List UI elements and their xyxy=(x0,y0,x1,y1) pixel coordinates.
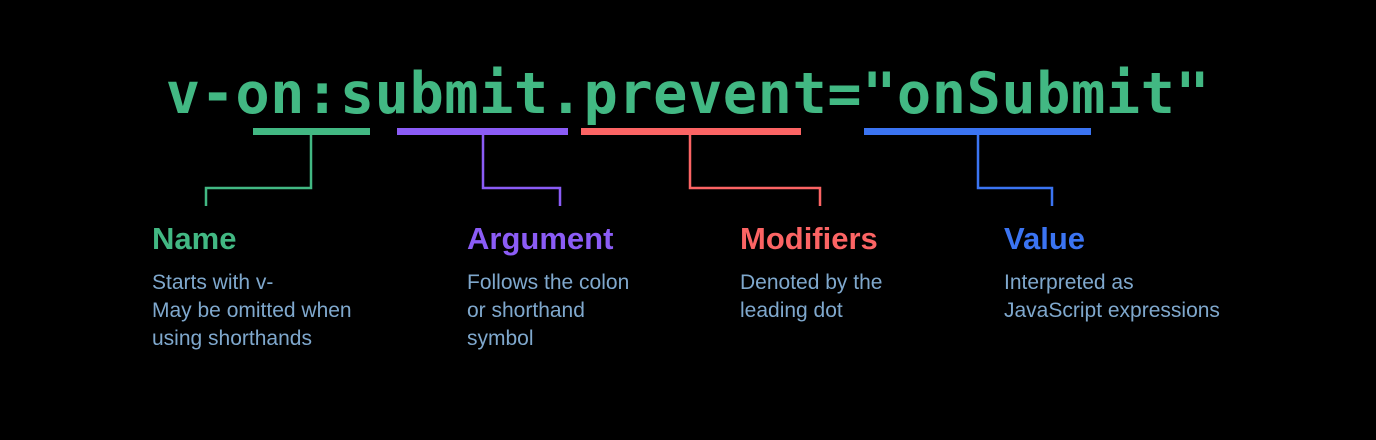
label-column-value: Value Interpreted as JavaScript expressi… xyxy=(1004,220,1304,325)
label-column-name: Name Starts with v- May be omitted when … xyxy=(152,220,452,353)
underline-bar-argument xyxy=(397,128,568,135)
leader-line-name xyxy=(204,135,313,206)
connector-argument xyxy=(397,128,568,206)
underline-bar-value xyxy=(864,128,1091,135)
leader-line-value xyxy=(976,135,1054,206)
connector-modifiers xyxy=(581,128,822,206)
label-title-name: Name xyxy=(152,221,237,256)
label-column-modifiers: Modifiers Denoted by the leading dot xyxy=(740,220,990,325)
connector-name xyxy=(204,128,370,206)
connector-value xyxy=(864,128,1091,206)
label-description-value: Interpreted as JavaScript expressions xyxy=(1004,271,1220,322)
code-expression: v-on:submit.prevent="onSubmit" xyxy=(165,61,1211,127)
label-title-argument: Argument xyxy=(467,221,614,256)
underline-bar-name xyxy=(253,128,370,135)
label-description-argument: Follows the colon or shorthand symbol xyxy=(467,271,630,350)
label-column-argument: Argument Follows the colon or shorthand … xyxy=(467,220,717,353)
label-description-name: Starts with v- May be omitted when using… xyxy=(152,271,352,350)
underline-bar-modifiers xyxy=(581,128,801,135)
label-description-modifiers: Denoted by the leading dot xyxy=(740,271,883,322)
label-title-modifiers: Modifiers xyxy=(740,221,878,256)
leader-line-modifiers xyxy=(688,135,822,206)
leader-line-argument xyxy=(481,135,562,206)
label-title-value: Value xyxy=(1004,221,1085,256)
